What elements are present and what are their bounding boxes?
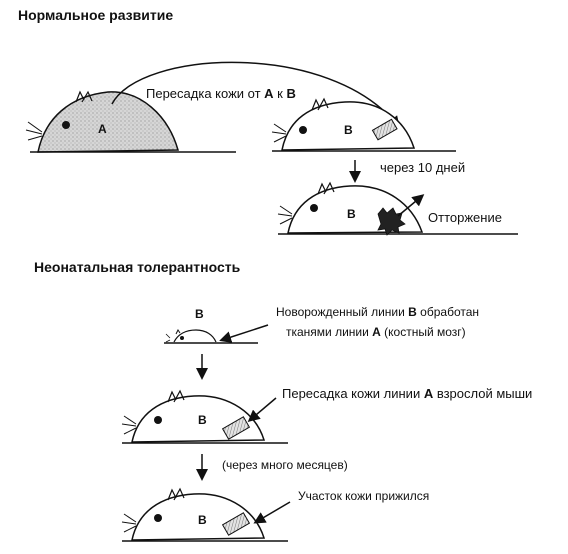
donor-mouse-a: A xyxy=(25,90,236,153)
newborn-label-line1: Новорожденный линии B обработан xyxy=(276,305,479,319)
mouse-label-rejected-b: B xyxy=(347,207,356,221)
rejection-arrow xyxy=(397,194,425,217)
adult-transplant-label: Пересадка кожи линии A взрослой мыши xyxy=(282,386,532,401)
mouse-label-a: A xyxy=(98,122,107,136)
newborn-pointer-arrow xyxy=(219,324,269,343)
adult-mouse-b-graft: B xyxy=(121,389,288,444)
mouse-label-adult-b2: B xyxy=(198,513,207,527)
recipient-mouse-b: B xyxy=(271,97,456,152)
many-months-label: (через много месяцев) xyxy=(222,458,348,472)
mouse-label-newborn-b: B xyxy=(195,307,204,321)
graft-accepted-label: Участок кожи прижился xyxy=(298,489,429,503)
transplant-label: Пересадка кожи от A к B xyxy=(146,86,296,101)
adult-graft-pointer-arrow xyxy=(247,397,277,422)
after-10-days-label: через 10 дней xyxy=(380,160,465,175)
newborn-label-line2: тканями линии A (костный мозг) xyxy=(286,325,466,339)
mouse-label-recipient-b: B xyxy=(344,123,353,137)
transplant-arc-arrow xyxy=(111,61,400,129)
rejected-mouse-b: B xyxy=(277,181,518,236)
section-title-normal: Нормальное развитие xyxy=(18,7,173,23)
adult-mouse-b-accepted: B xyxy=(121,487,288,542)
mouse-label-adult-b1: B xyxy=(198,413,207,427)
rejection-label: Отторжение xyxy=(428,210,502,225)
accepted-graft-pointer-arrow xyxy=(253,501,291,524)
newborn-mouse-b: B xyxy=(164,307,258,344)
section-title-neonatal: Неонатальная толерантность xyxy=(34,259,241,275)
